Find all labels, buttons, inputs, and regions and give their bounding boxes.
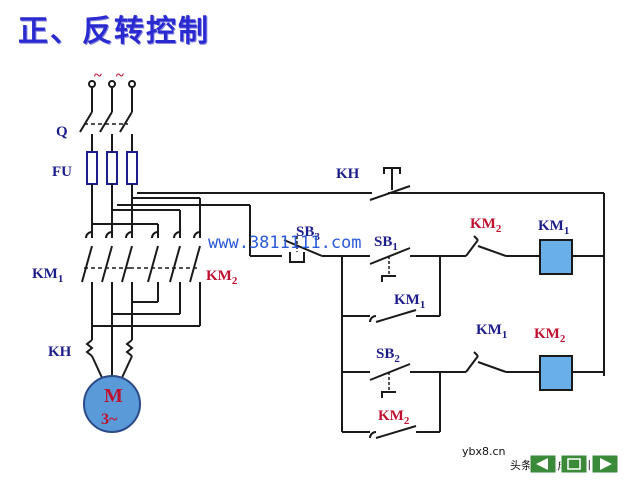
label-sb3: SB3 <box>296 224 320 243</box>
label-km2-hold: KM2 <box>378 408 410 427</box>
label-km1-hold: KM1 <box>394 292 425 311</box>
arrow-left-icon <box>536 458 548 470</box>
nav-button-prev[interactable] <box>529 454 557 474</box>
thermal-contact-kh <box>369 167 411 201</box>
arrow-right-icon <box>600 458 612 470</box>
watermark-text: www.3811111.com <box>208 233 362 253</box>
label-km1-coil: KM1 <box>538 218 569 237</box>
stop-button-sb3 <box>283 236 323 263</box>
label-motor-3: 3~ <box>101 411 118 428</box>
label-motor-m: M <box>104 385 123 407</box>
label-sb2: SB2 <box>376 346 400 365</box>
label-km2-interlock: KM2 <box>470 216 502 235</box>
terminal-l2 <box>108 80 116 88</box>
nav-button-home[interactable] <box>560 454 588 474</box>
tilde-l1: ~ <box>94 68 102 84</box>
terminal-l3 <box>128 80 136 88</box>
label-sb1: SB1 <box>374 234 398 253</box>
start-button-sb2 <box>369 363 411 398</box>
thermal-relay-kh-main <box>85 339 134 360</box>
label-kh-main: KH <box>48 344 72 360</box>
interlock-contact-km2 <box>465 235 507 257</box>
tilde-l2: ~ <box>116 68 124 84</box>
label-km2-main: KM2 <box>206 268 238 287</box>
hold-contact-km1 <box>369 309 417 323</box>
home-icon <box>567 458 581 470</box>
footer-site: ybx8.cn <box>462 445 506 458</box>
page-title: 正、反转控制 <box>18 14 210 49</box>
coil-km1 <box>539 239 573 275</box>
start-button-sb1 <box>369 247 411 282</box>
interlock-contact-km1 <box>465 351 507 373</box>
switch-q <box>79 111 133 133</box>
label-km1-interlock: KM1 <box>476 322 507 341</box>
coil-km2 <box>539 355 573 391</box>
contactor-km1-main <box>81 231 133 283</box>
nav-button-next[interactable] <box>591 454 619 474</box>
label-q: Q <box>56 124 68 140</box>
label-fu: FU <box>52 164 72 180</box>
hold-contact-km2 <box>369 425 417 439</box>
motor-m <box>83 375 141 433</box>
fuse-fu <box>86 151 138 185</box>
contactor-km2-main <box>130 231 201 283</box>
label-kh-ctrl: KH <box>336 166 360 182</box>
label-km1-main: KM1 <box>32 266 63 285</box>
label-km2-coil: KM2 <box>534 326 566 345</box>
